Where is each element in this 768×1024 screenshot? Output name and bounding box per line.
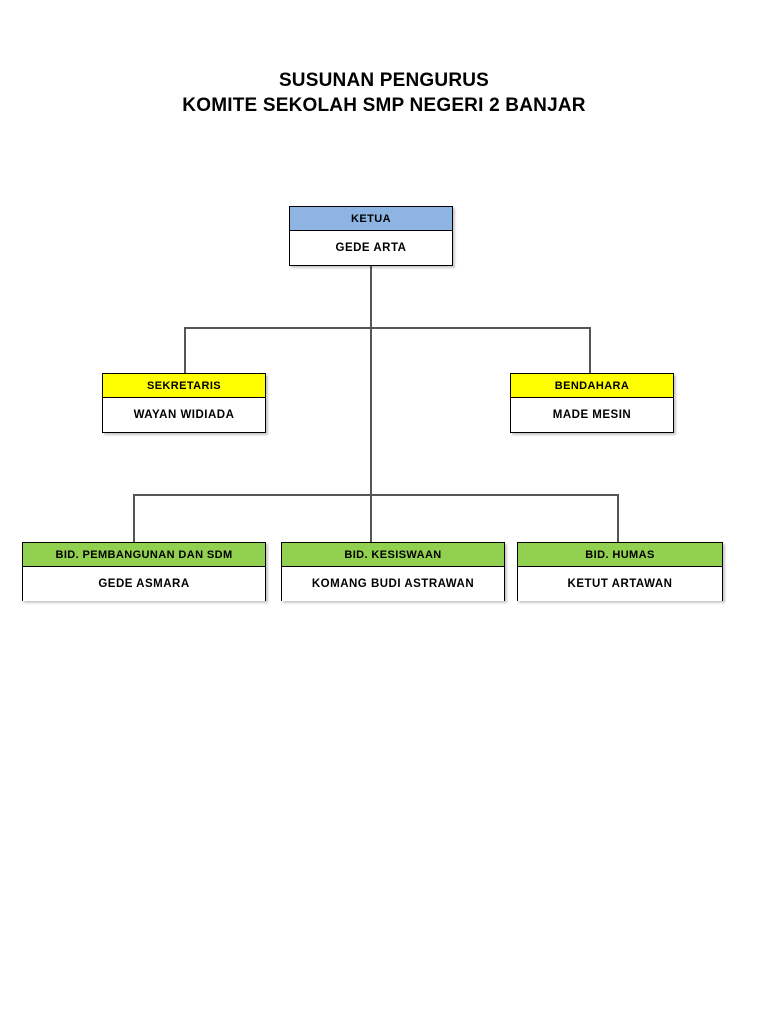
connector-level3-horizontal: [133, 494, 619, 496]
connector-drop-bendahara: [589, 327, 591, 373]
org-node-ketua-role: KETUA: [290, 207, 452, 231]
org-node-bendahara[interactable]: BENDAHARA MADE MESIN: [510, 373, 674, 433]
connector-drop-bid-pembangunan: [133, 494, 135, 542]
org-node-bid-pembangunan[interactable]: BID. PEMBANGUNAN DAN SDM GEDE ASMARA: [22, 542, 266, 601]
page-title-line-1: SUSUNAN PENGURUS: [278, 70, 490, 91]
connector-level2-horizontal: [184, 327, 590, 329]
org-node-sekretaris[interactable]: SEKRETARIS WAYAN WIDIADA: [102, 373, 266, 433]
org-node-sekretaris-name: WAYAN WIDIADA: [103, 398, 265, 432]
org-node-bendahara-name: MADE MESIN: [511, 398, 673, 432]
page-title: SUSUNAN PENGURUS KOMITE SEKOLAH SMP NEGE…: [0, 68, 768, 118]
org-node-bid-kesiswaan-name: KOMANG BUDI ASTRAWAN: [282, 567, 504, 601]
org-node-bid-pembangunan-name: GEDE ASMARA: [23, 567, 265, 601]
org-node-bid-humas[interactable]: BID. HUMAS KETUT ARTAWAN: [517, 542, 723, 601]
org-node-ketua[interactable]: KETUA GEDE ARTA: [289, 206, 453, 266]
org-node-ketua-name: GEDE ARTA: [290, 231, 452, 265]
org-node-bid-pembangunan-role: BID. PEMBANGUNAN DAN SDM: [23, 543, 265, 567]
connector-drop-bid-humas: [617, 494, 619, 542]
connector-trunk-vertical: [370, 265, 372, 542]
org-node-bid-humas-role: BID. HUMAS: [518, 543, 722, 567]
org-node-bendahara-role: BENDAHARA: [511, 374, 673, 398]
org-node-bid-humas-name: KETUT ARTAWAN: [518, 567, 722, 601]
org-node-bid-kesiswaan[interactable]: BID. KESISWAAN KOMANG BUDI ASTRAWAN: [281, 542, 505, 601]
org-node-bid-kesiswaan-role: BID. KESISWAAN: [282, 543, 504, 567]
connector-drop-sekretaris: [184, 327, 186, 373]
org-node-sekretaris-role: SEKRETARIS: [103, 374, 265, 398]
page-title-line-2: KOMITE SEKOLAH SMP NEGERI 2 BANJAR: [182, 95, 586, 116]
